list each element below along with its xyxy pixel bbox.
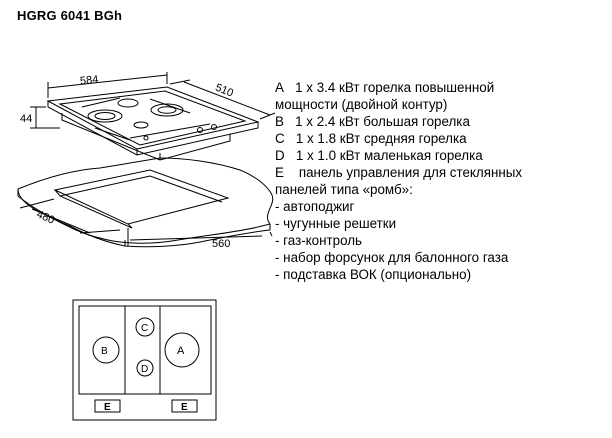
spec-list: A 1 x 3.4 кВт горелка повышенной мощност… [275, 79, 522, 283]
spec-code-a: A [275, 80, 284, 95]
spec-burner-a-cont: мощности (двойной контур) [275, 97, 448, 112]
layout-label-e-right: E [181, 402, 188, 413]
burner-right [150, 103, 184, 117]
spec-text-b: 1 x 2.4 кВт большая горелка [295, 114, 470, 129]
spec-panel-cont: панелей типа «ромб»: [275, 182, 413, 197]
control-panel-right [171, 399, 198, 413]
layout-label-b: B [101, 346, 108, 357]
spec-burner-d: D 1 x 1.0 кВт маленькая горелка [275, 147, 522, 164]
spec-text-a: 1 x 3.4 кВт горелка повышенной [295, 80, 495, 95]
dim-44-label: 44 [20, 113, 32, 125]
dim-480-label: 480 [35, 208, 57, 226]
spec-code-d: D [275, 148, 285, 163]
feature-item: - набор форсунок для балонного газа [275, 250, 509, 265]
spec-panel: E панель управления для стеклянных [275, 164, 522, 181]
spec-burner-a: A 1 x 3.4 кВт горелка повышенной [275, 79, 522, 96]
dim-560-line [129, 235, 263, 241]
layout-burner-b [92, 336, 120, 364]
dim-510-line [183, 81, 271, 116]
layout-label-e-left: E [104, 402, 111, 413]
spec-burner-c: C 1 x 1.8 кВт средняя горелка [275, 130, 522, 147]
burner-top-left [87, 109, 123, 123]
spec-text-e: панель управления для стеклянных [298, 165, 523, 180]
spec-code-c: C [275, 131, 285, 146]
layout-outer [72, 299, 217, 421]
layout-label-c: C [141, 323, 148, 334]
feature-item: - подставка ВОК (опционально) [275, 267, 472, 282]
feature-item: - автоподжиг [275, 199, 355, 214]
control-panel-left [94, 399, 121, 413]
dim-480-line [31, 208, 91, 234]
model-title: HGRG 6041 BGh [17, 8, 123, 23]
layout-inner [78, 305, 212, 395]
spec-code-b: B [275, 114, 284, 129]
burner-top-mid [117, 98, 139, 108]
layout-burner-a [164, 332, 200, 368]
countertop-edge [17, 189, 126, 247]
feature-item: - газ-контроль [275, 233, 363, 248]
layout-label-d: D [141, 364, 148, 375]
spec-text-c: 1 x 1.8 кВт средняя горелка [295, 131, 467, 146]
spec-text-d: 1 x 1.0 кВт маленькая горелка [295, 148, 483, 163]
cutout-outline [53, 169, 230, 225]
layout-burner-c [135, 317, 155, 337]
layout-burner-d [136, 359, 154, 377]
dim-510-label: 510 [213, 82, 235, 100]
feature-item: - чугунные решетки [275, 216, 397, 231]
burner-front [133, 121, 149, 129]
dim-560-label: 560 [212, 238, 230, 250]
dim-584-label: 584 [79, 74, 99, 88]
spec-burner-b: B 1 x 2.4 кВт большая горелка [275, 113, 522, 130]
spec-code-e: E [275, 165, 284, 180]
hob-inner-outline [58, 90, 247, 146]
hob-front-edge [47, 101, 259, 156]
layout-label-a: A [177, 345, 185, 357]
dim-584-line [47, 74, 168, 89]
